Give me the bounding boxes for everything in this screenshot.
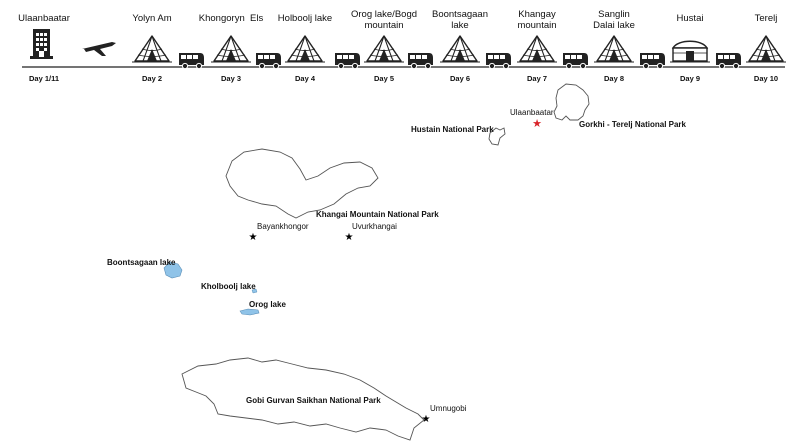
orog-lake-shape [239, 308, 260, 316]
stop-label-holboolj-lake: Holboolj lake [277, 13, 333, 24]
day-label: Day 10 [753, 74, 779, 83]
van-icon [485, 52, 512, 70]
tent-icon-day6 [439, 35, 481, 63]
van-icon [178, 52, 205, 70]
van-icon [715, 52, 742, 70]
city-star-icon: ★ [345, 232, 354, 243]
city-label-umnugobi: Umnugobi [430, 404, 467, 413]
day-label: Day 2 [141, 74, 163, 83]
stop-label-orog-lake: Orog lake/Bogd mountain [350, 9, 418, 31]
khangai-park-outline [225, 148, 379, 219]
day-label: Day 5 [373, 74, 395, 83]
day-label: Day 3 [220, 74, 242, 83]
kholboolj-lake-shape [251, 288, 258, 294]
tent-icon-day3 [210, 35, 252, 63]
gobi-park-outline [181, 357, 425, 441]
lake-label-orog: Orog lake [249, 300, 286, 309]
city-label-bayankhongor: Bayankhongor [257, 222, 309, 231]
park-label-hustain: Hustain National Park [411, 125, 494, 134]
tent-icon-day5 [363, 35, 405, 63]
day-label: Day 9 [679, 74, 701, 83]
day-label: Day 6 [449, 74, 471, 83]
van-icon [639, 52, 666, 70]
tent-icon-day8 [593, 35, 635, 63]
stop-label-khangay-mountain: Khangay mountain [517, 9, 557, 31]
park-label-khangai: Khangai Mountain National Park [316, 210, 439, 219]
capital-star-icon: ★ [532, 117, 542, 130]
tent-icon-day2 [131, 35, 173, 63]
day-label: Day 4 [294, 74, 316, 83]
stop-label-terelj: Terelj [754, 13, 778, 24]
gorkhi-terelj-park-outline [553, 83, 590, 121]
hotel-icon [30, 29, 53, 59]
city-label-uvurkhangai: Uvurkhangai [352, 222, 397, 231]
park-label-gobi: Gobi Gurvan Saikhan National Park [246, 396, 381, 405]
boontsagaan-lake-shape [163, 261, 183, 279]
lake-label-boontsagaan: Boontsagaan lake [107, 258, 176, 267]
stop-label-hustai: Hustai [676, 13, 704, 24]
van-icon [407, 52, 434, 70]
van-icon [334, 52, 361, 70]
tent-icon-day10 [745, 35, 787, 63]
stop-label-ulaanbaatar: Ulaanbaatar [18, 13, 70, 24]
airplane-icon [82, 42, 116, 56]
day-label: Day 7 [526, 74, 548, 83]
city-star-icon: ★ [249, 232, 258, 243]
day-label: Day 1/11 [28, 74, 60, 83]
stop-label-boontsagaan-lake: Boontsagaan lake [432, 9, 488, 31]
van-icon [562, 52, 589, 70]
van-icon [255, 52, 282, 70]
lake-label-kholboolj: Kholboolj lake [201, 282, 256, 291]
city-label-ulaanbaatar: Ulaanbaatar [510, 108, 554, 117]
city-star-icon: ★ [422, 414, 431, 425]
tent-icon-day4 [284, 35, 326, 63]
stop-label-yolyn-am: Yolyn Am [132, 13, 172, 24]
park-label-gorkhi-terelj: Gorkhi - Terelj National Park [579, 120, 686, 129]
tent-icon-day7 [516, 35, 558, 63]
hustain-park-outline [488, 127, 506, 146]
yurt-icon [670, 40, 710, 63]
stop-label-khongoryn-els: Khongoryn Els [198, 13, 264, 24]
stop-label-sanglin-dalai-lake: Sanglin Dalai lake [593, 9, 635, 31]
day-label: Day 8 [603, 74, 625, 83]
